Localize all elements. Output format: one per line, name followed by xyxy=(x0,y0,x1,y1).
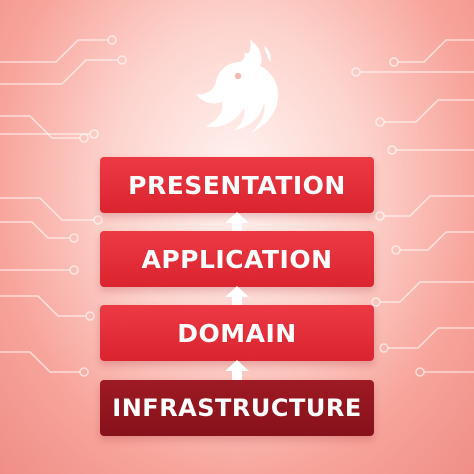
arrow-up-icon xyxy=(225,212,249,232)
layer-label: INFRASTRUCTURE xyxy=(112,394,362,422)
arrow-up-icon xyxy=(225,360,249,380)
layer-domain: DOMAIN xyxy=(100,305,374,361)
layer-infrastructure: INFRASTRUCTURE xyxy=(100,380,374,436)
layer-presentation: PRESENTATION xyxy=(100,157,374,213)
nestjs-logo-icon xyxy=(196,40,279,132)
layer-application: APPLICATION xyxy=(100,231,374,287)
arrow-up-icon xyxy=(225,286,249,306)
layer-label: APPLICATION xyxy=(141,244,333,274)
layer-label: PRESENTATION xyxy=(128,170,346,200)
layer-label: DOMAIN xyxy=(177,318,297,348)
